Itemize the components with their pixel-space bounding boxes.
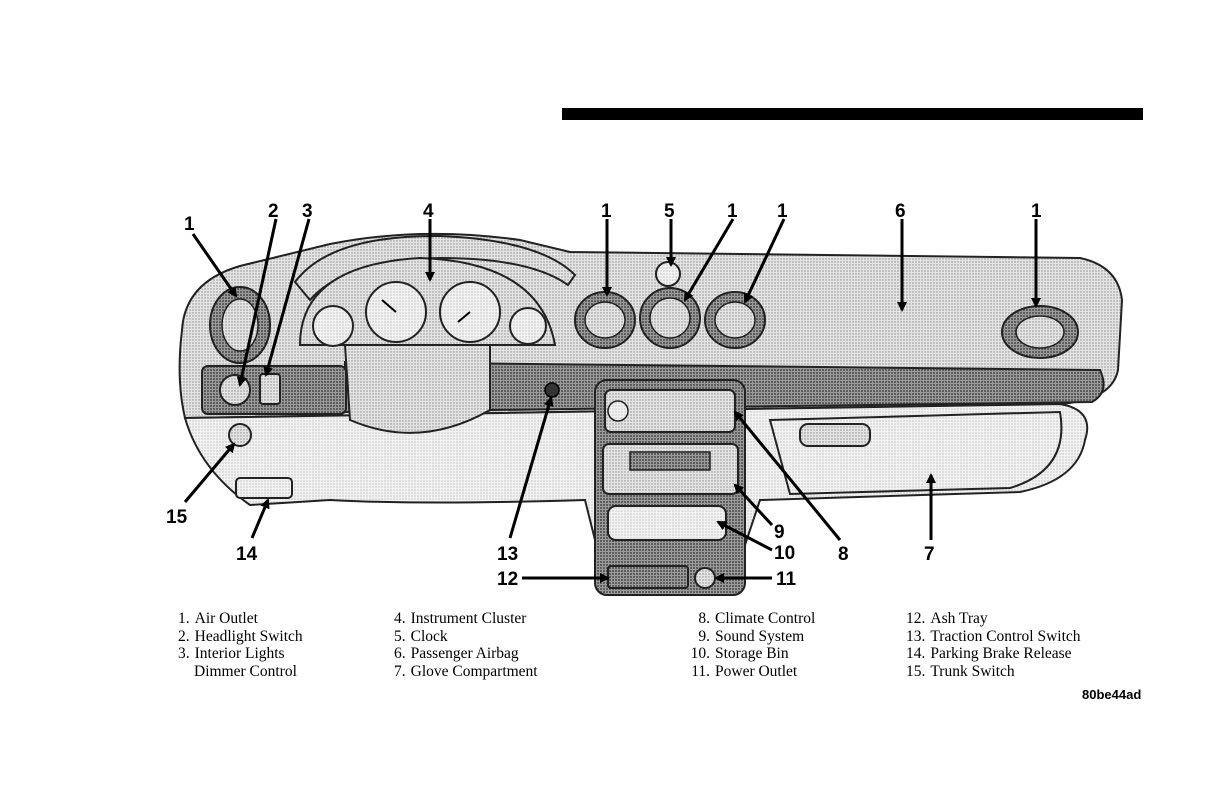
legend-item: 8.Climate Control	[698, 610, 816, 627]
legend-item: 5.Clock	[394, 627, 448, 645]
gauge-left	[312, 305, 354, 347]
callout-11: 11	[776, 569, 797, 590]
leader-1c	[683, 218, 735, 302]
leader-13	[508, 396, 554, 539]
leader-2	[236, 218, 278, 387]
header-rule	[562, 108, 1143, 120]
legend-item: 6.Passenger Airbag	[394, 645, 519, 662]
legend-item: 4.Instrument Cluster	[394, 610, 527, 627]
callout-12: 12	[497, 569, 518, 590]
callout-15: 15	[166, 507, 188, 528]
legend-item: 12.Ash Tray	[906, 610, 988, 627]
leader-8	[733, 410, 842, 541]
callout-10: 10	[774, 543, 795, 564]
legend-item: 7.Glove Compartment	[394, 662, 538, 680]
storage-bin	[607, 505, 727, 541]
legend-item: 11.Power Outlet	[691, 662, 798, 680]
callout-1e: 1	[1031, 201, 1042, 222]
leader-1a	[191, 233, 238, 298]
callout-9: 9	[774, 522, 785, 543]
headlight-switch-knob	[219, 374, 251, 406]
legend-item: 2.Headlight Switch	[178, 627, 303, 645]
glove-box-handle	[799, 423, 871, 447]
legend-column-2: 4.Instrument Cluster 5.Clock 6.Passenger…	[394, 610, 538, 680]
legend-item: 15.Trunk Switch	[906, 662, 1015, 680]
callout-1b: 1	[601, 201, 612, 222]
callout-1c: 1	[727, 201, 738, 222]
callout-5: 5	[664, 201, 675, 222]
clock-face	[655, 261, 681, 287]
legend-item: 9.Sound System	[698, 627, 805, 645]
leader-15	[183, 442, 236, 503]
figure-id: 80be44ad	[1082, 687, 1142, 702]
callout-3: 3	[302, 201, 313, 222]
leader-14	[250, 498, 270, 539]
callout-1d: 1	[777, 201, 788, 222]
legend-item: 14.Parking Brake Release	[906, 645, 1072, 662]
leader-1d	[743, 218, 786, 304]
trunk-switch	[228, 423, 252, 447]
callout-14: 14	[236, 544, 258, 565]
callout-13: 13	[497, 544, 518, 565]
legend-column-1: 1.Air Outlet 2.Headlight Switch 3.Interi…	[178, 610, 303, 680]
dimmer-switch	[259, 373, 281, 405]
power-outlet	[694, 567, 716, 589]
callout-6: 6	[895, 201, 906, 222]
callout-7: 7	[924, 544, 935, 565]
legend-item: 1.Air Outlet	[178, 610, 258, 627]
ash-tray	[607, 565, 689, 589]
legend-column-3: 8.Climate Control 9.Sound System 10.Stor…	[677, 610, 816, 680]
leader-3	[263, 218, 311, 377]
legend-item: 3.Interior Lights	[178, 645, 285, 662]
legend-item: 10.Storage Bin	[690, 645, 789, 662]
steering-column	[343, 344, 491, 434]
parking-brake-release	[235, 477, 293, 499]
callout-8: 8	[838, 544, 849, 565]
legend-item-continuation: Dimmer Control	[194, 662, 297, 680]
leader-10	[716, 520, 773, 552]
callout-1a: 1	[184, 214, 195, 235]
leader-9	[733, 483, 774, 527]
legend-column-4: 12.Ash Tray 13.Traction Control Switch 1…	[906, 610, 1081, 680]
gauge-right	[509, 307, 547, 345]
legend-item: 13.Traction Control Switch	[906, 627, 1081, 645]
traction-control-switch	[544, 382, 560, 398]
callout-2: 2	[268, 201, 279, 222]
callout-4: 4	[423, 201, 434, 222]
